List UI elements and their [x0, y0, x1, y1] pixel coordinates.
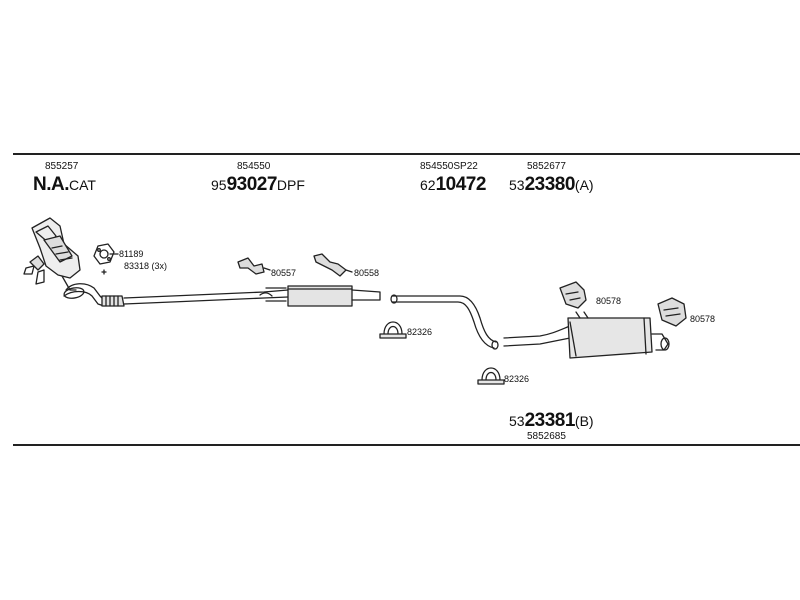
rear-silencer-icon	[503, 311, 670, 359]
part-number-5323380a: 5323380(A)	[509, 174, 594, 195]
callout-81189: 81189	[119, 249, 144, 259]
part-ref-854550: 854550	[237, 161, 271, 172]
callout-80557: 80557	[271, 268, 297, 278]
callout-80578-left: 80578	[596, 296, 622, 306]
intermediate-pipe-icon	[390, 294, 499, 350]
part-ref-854550sp22: 854550SP22	[420, 161, 478, 172]
top-divider	[13, 153, 800, 155]
callout-83318: 83318 (3x)	[124, 261, 168, 271]
clamp-82326-lower-icon	[477, 367, 505, 385]
hanger-80558-icon	[313, 253, 353, 277]
part-number-na-cat: N.A.CAT	[33, 174, 96, 195]
callout-80558: 80558	[354, 268, 380, 278]
part-ref-5852685: 5852685	[527, 431, 566, 442]
hanger-80578-left-icon	[559, 281, 587, 309]
gasket-icon	[93, 243, 119, 275]
callout-82326-upper: 82326	[407, 327, 433, 337]
catalytic-converter-icon	[23, 217, 81, 291]
part-ref-855257: 855257	[45, 161, 79, 172]
part-ref-5852677: 5852677	[527, 161, 566, 172]
callout-82326-lower: 82326	[504, 374, 530, 384]
part-number-9593027: 9593027DPF	[211, 174, 305, 195]
clamp-82326-upper-icon	[379, 321, 407, 339]
middle-silencer-icon	[259, 285, 381, 307]
hanger-80557-icon	[237, 257, 271, 275]
part-number-5323381b: 5323381(B)	[509, 410, 594, 431]
front-pipe-icon	[63, 283, 289, 307]
part-number-6210472: 6210472	[420, 174, 486, 195]
hanger-80578-right-icon	[657, 297, 687, 327]
callout-80578-right: 80578	[690, 314, 716, 324]
bottom-divider	[13, 444, 800, 446]
